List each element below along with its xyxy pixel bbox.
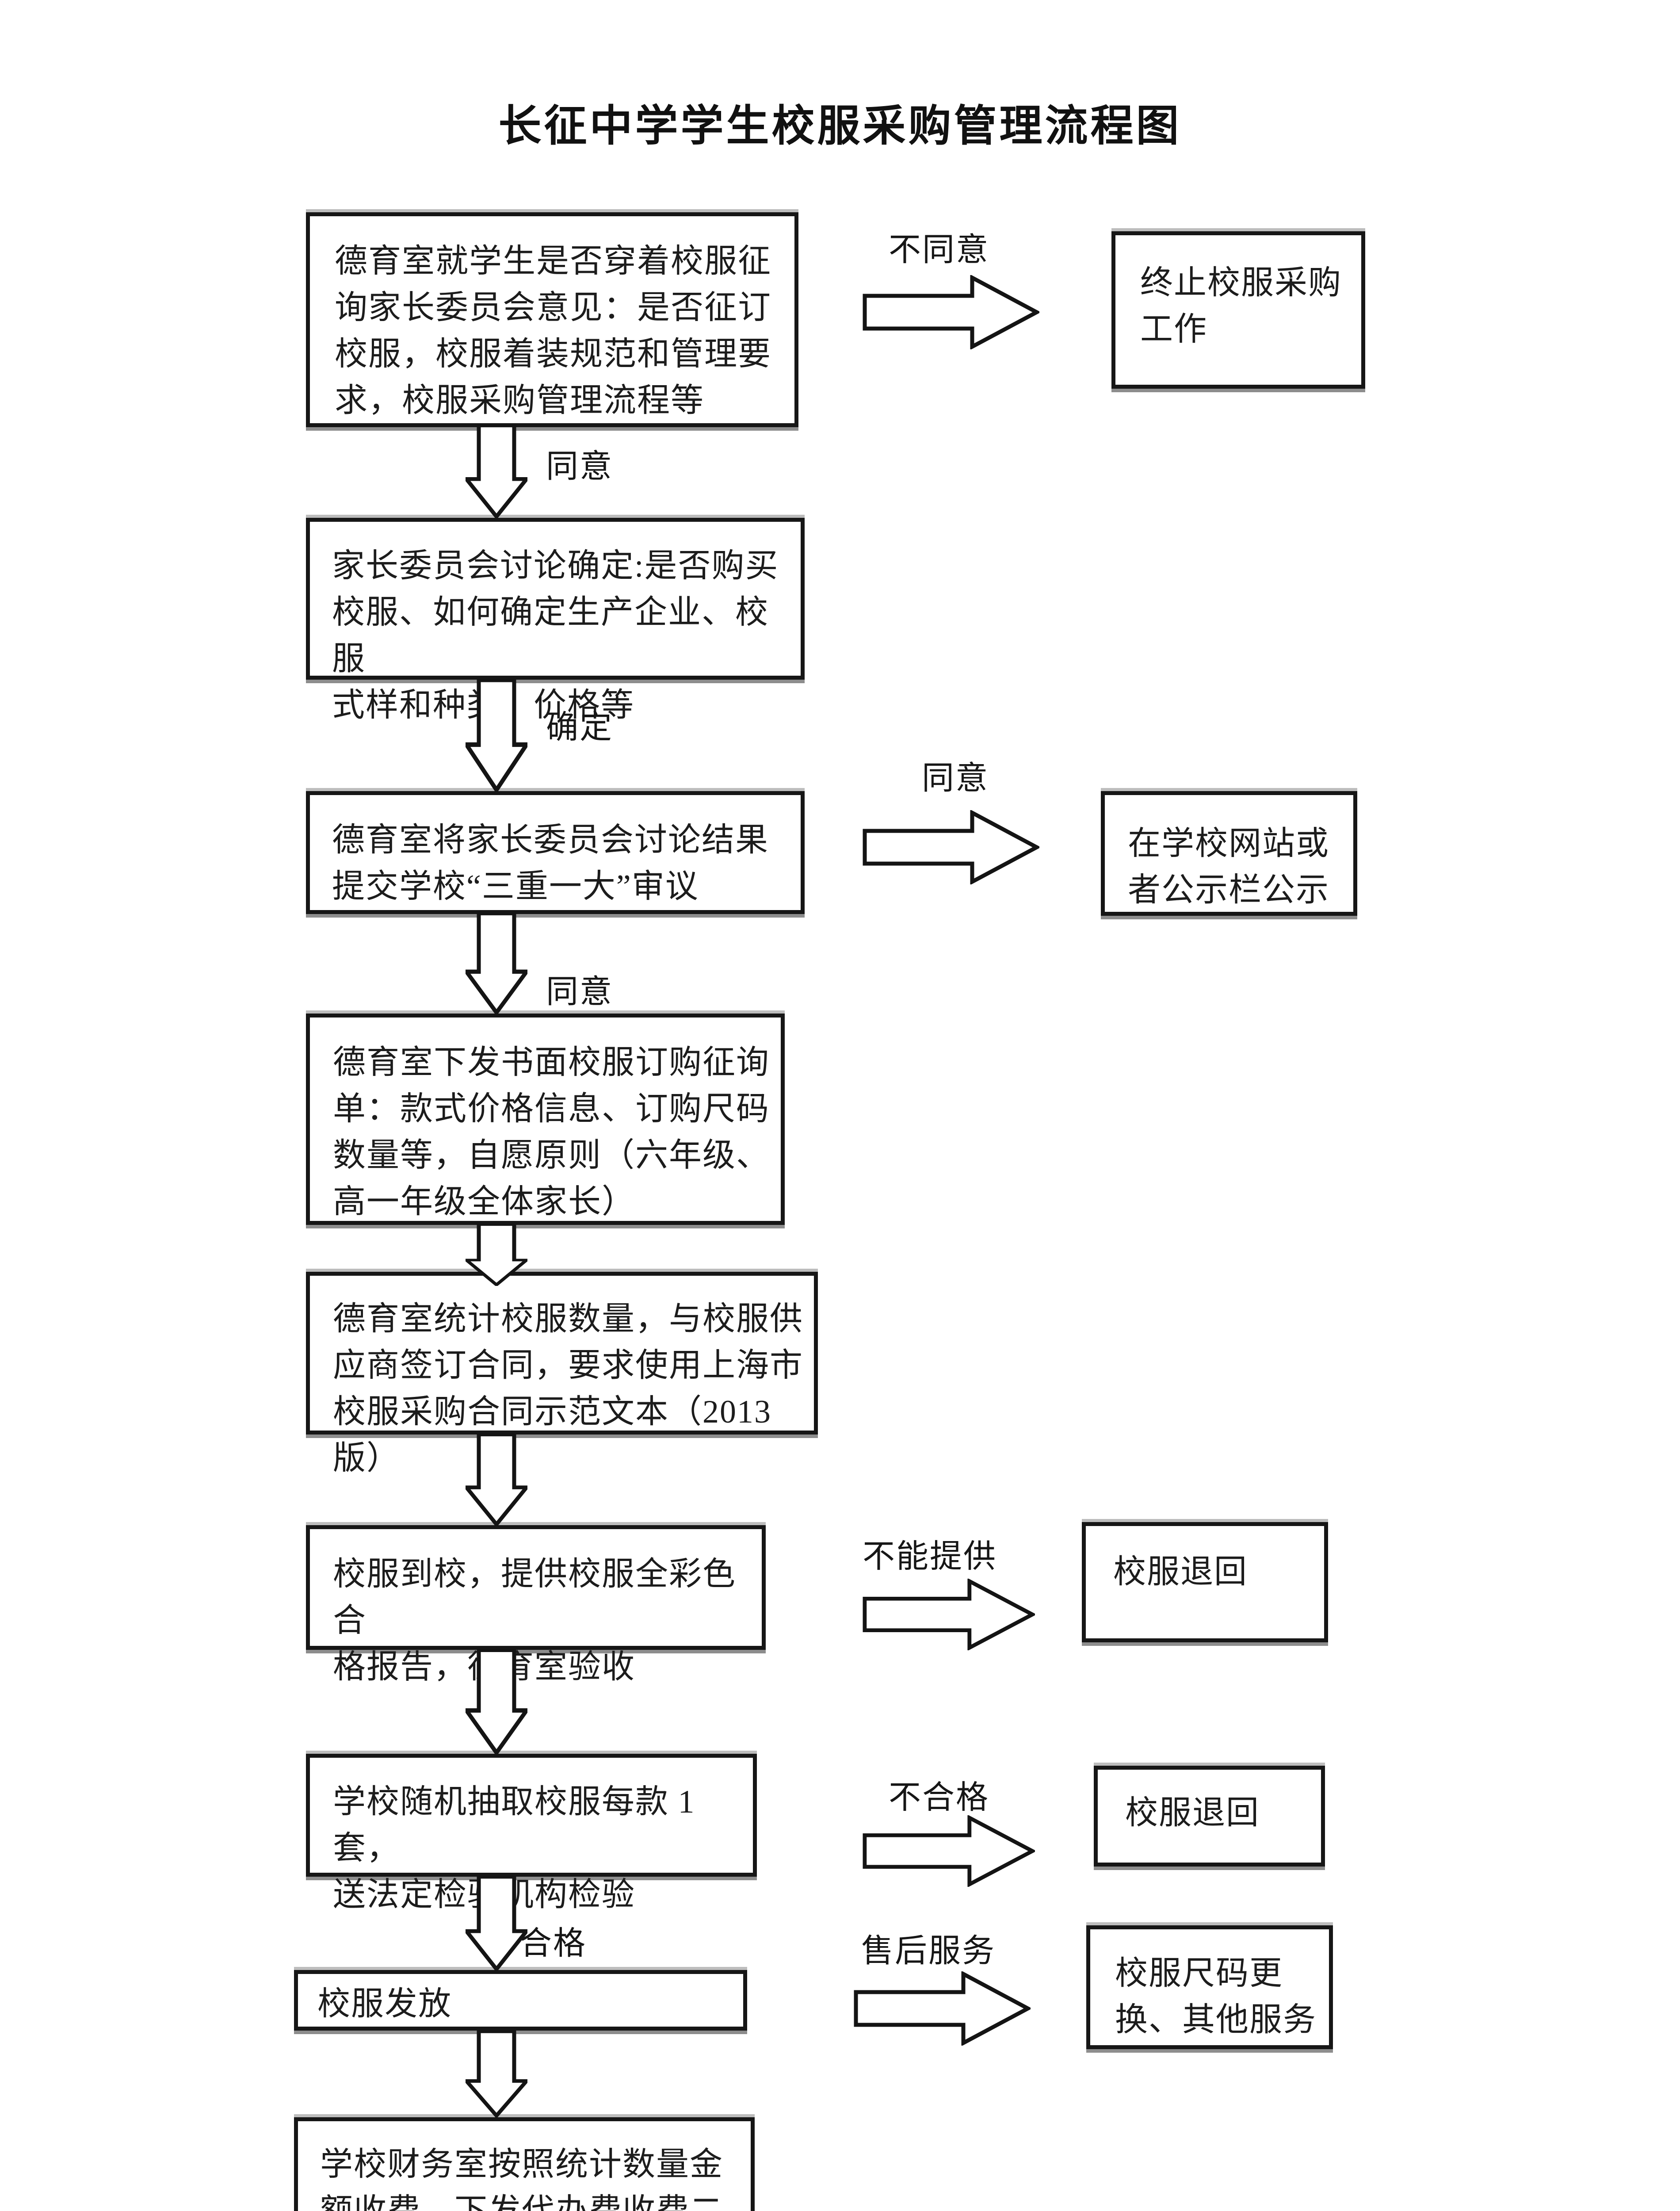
edge-label-disagree: 不同意 [889, 232, 989, 268]
edge-label-qualified: 合格 [519, 1925, 587, 1961]
flow-box-size-exchange-service-text: 校服尺码更 换、其他服务 [1115, 1955, 1317, 2039]
flow-box-inspection: 学校随机抽取校服每款 1 套， 送法定检验机构检验 [306, 1754, 757, 1913]
right-block-arrow-icon [863, 810, 1039, 884]
flow-box-sign-contract: 德育室统计校服数量，与校服供 应商签订合同，要求使用上海市 校服采购合同示范文本… [306, 1272, 818, 1477]
flow-box-inquiry-form-text: 德育室下发书面校服订购征询 单：款式价格信息、订购尺码 数量等，自愿原则（六年级… [333, 1044, 770, 1220]
edge-label-unqualified: 不合格 [889, 1779, 989, 1815]
edge-label-after-sale: 售后服务 [861, 1933, 996, 1969]
right-block-arrow-icon [863, 275, 1039, 349]
flow-box-finance-payment-text: 学校财务室按照统计数量金 额收费，下发代办费收费二维 [320, 2146, 723, 2211]
flow-box-committee-discussion: 家长委员会讨论确定:是否购买 校服、如何确定生产企业、校服 式样和种类、价格等 [306, 518, 805, 723]
flow-box-distribute-uniform-text: 校服发放 [317, 1986, 452, 2022]
flow-box-publish-website-text: 在学校网站或 者公示栏公示 [1128, 826, 1329, 909]
flow-box-inquiry-form: 德育室下发书面校服订购征询 单：款式价格信息、订购尺码 数量等，自愿原则（六年级… [306, 1014, 785, 1225]
down-block-arrow-icon [466, 1876, 527, 1971]
flow-box-return-uniform-a: 校服退回 [1082, 1522, 1328, 1642]
flow-box-inspection-text: 学校随机抽取校服每款 1 套， 送法定检验机构检验 [333, 1784, 695, 1913]
flow-box-return-uniform-b: 校服退回 [1094, 1766, 1325, 1867]
down-block-arrow-icon [466, 1434, 527, 1526]
edge-label-confirm: 确定 [546, 709, 613, 745]
flow-box-consult-committee-text: 德育室就学生是否穿着校服征 询家长委员会意见：是否征订 校服，校服着装规范和管理… [335, 243, 771, 419]
right-block-arrow-icon [854, 1971, 1031, 2046]
flow-box-submit-review: 德育室将家长委员会讨论结果 提交学校“三重一大”审议 [306, 791, 805, 914]
flow-box-terminate-procurement: 终止校服采购 工作 [1111, 231, 1365, 389]
flow-box-sign-contract-text: 德育室统计校服数量，与校服供 应商签订合同，要求使用上海市 校服采购合同示范文本… [333, 1301, 803, 1477]
edge-label-cannot-provide: 不能提供 [863, 1538, 997, 1574]
down-block-arrow-icon [466, 1649, 527, 1755]
flow-box-submit-review-text: 德育室将家长委员会讨论结果 提交学校“三重一大”审议 [332, 822, 769, 905]
down-block-arrow-icon [466, 425, 527, 518]
flow-box-return-uniform-b-text: 校服退回 [1125, 1795, 1260, 1831]
flow-box-publish-website: 在学校网站或 者公示栏公示 [1101, 791, 1357, 916]
edge-label-agree-publish: 同意 [922, 760, 989, 796]
page-title: 长征中学学生校服采购管理流程图 [498, 103, 1182, 150]
right-block-arrow-icon [863, 1815, 1035, 1887]
flow-box-acceptance: 校服到校，提供校服全彩色合 格报告，德育室验收 [306, 1525, 766, 1685]
flow-box-consult-committee: 德育室就学生是否穿着校服征 询家长委员会意见：是否征订 校服，校服着装规范和管理… [306, 212, 798, 427]
edge-label-agree-1: 同意 [546, 448, 613, 484]
flow-box-size-exchange-service: 校服尺码更 换、其他服务 [1086, 1925, 1333, 2049]
flow-box-return-uniform-a-text: 校服退回 [1113, 1554, 1248, 1590]
flow-box-terminate-procurement-text: 终止校服采购 工作 [1140, 265, 1342, 348]
down-block-arrow-icon [466, 2031, 527, 2117]
right-block-arrow-icon [863, 1579, 1035, 1650]
flow-box-distribute-uniform: 校服发放 [294, 1970, 747, 2031]
down-block-arrow-icon [466, 679, 527, 792]
flow-box-finance-payment: 学校财务室按照统计数量金 额收费，下发代办费收费二维 [294, 2117, 755, 2211]
down-block-arrow-icon [466, 912, 527, 1014]
flow-box-acceptance-text: 校服到校，提供校服全彩色合 格报告，德育室验收 [333, 1556, 736, 1685]
down-block-arrow-icon [466, 1224, 527, 1286]
edge-label-agree-2: 同意 [546, 974, 613, 1010]
